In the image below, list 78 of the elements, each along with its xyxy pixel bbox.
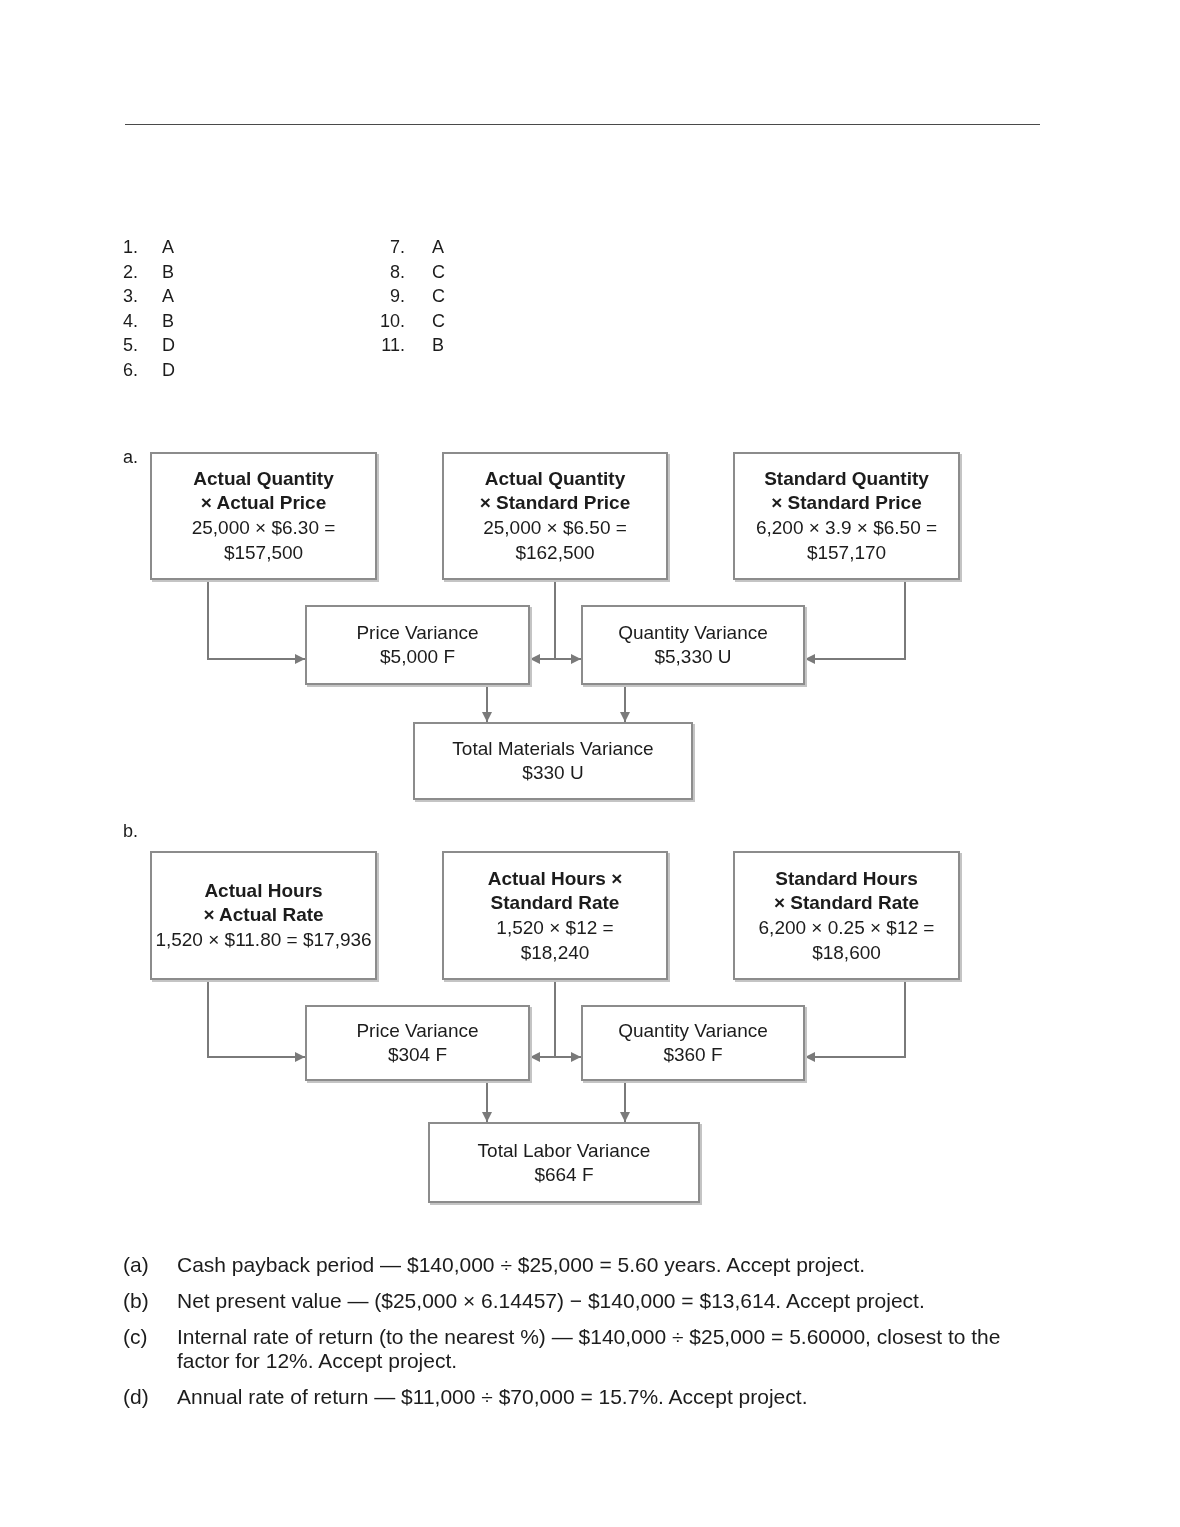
connector-arrow (620, 684, 630, 723)
question-number: 4. (122, 309, 138, 333)
variance-name: Price Variance (356, 621, 479, 645)
variance-amount: $360 F (663, 1043, 723, 1067)
question-number: 6. (122, 359, 138, 382)
cost-formula-box (150, 851, 377, 980)
variance-amount: $664 F (534, 1162, 594, 1187)
connector-arrow (554, 579, 582, 664)
answer-letter: C (432, 260, 445, 284)
question-number: 3. (122, 285, 138, 309)
variance-amount: $5,330 U (654, 645, 732, 669)
formula-heading: Actual Quantity × Standard Price (478, 467, 632, 515)
calculation-text: 6,200 × 0.25 × $12 = $18,600 (757, 915, 936, 965)
cost-formula-box (733, 851, 960, 980)
calculation-text: 25,000 × $6.30 = $157,500 (190, 516, 337, 565)
variance-box (305, 605, 530, 685)
item-label: (c) (123, 1325, 148, 1349)
answer-letter: C (432, 285, 445, 309)
formula-heading: Actual Hours × Actual Rate (202, 879, 325, 927)
cost-formula-box (150, 452, 377, 580)
variance-name: Quantity Variance (618, 1019, 768, 1043)
part-label: a. (123, 446, 138, 469)
item-label: (d) (123, 1385, 149, 1409)
connector-arrow (804, 579, 906, 664)
variance-box (305, 1005, 530, 1081)
answer-text: Internal rate of return (to the nearest %) — $140,000 ÷ $25,000 = 5.60000, closest to the factor for 12%. Accept project. (177, 1325, 1002, 1373)
variance-name: Total Materials Variance (452, 737, 654, 761)
variance-name: Price Variance (356, 1019, 479, 1043)
formula-heading: Standard Hours × Standard Rate (772, 866, 921, 915)
calculation-text: 1,520 × $11.80 = $17,936 (155, 928, 372, 952)
answer-text: Net present value — ($25,000 × 6.14457) − $140,000 = $13,614. Accept project. (177, 1289, 926, 1313)
answer-letter: A (162, 285, 174, 309)
cost-formula-box (442, 851, 668, 980)
part-label: b. (123, 820, 138, 843)
cost-formula-box (733, 452, 960, 580)
question-number: 10. (378, 309, 405, 333)
variance-name: Quantity Variance (618, 621, 768, 645)
total-variance-box (413, 722, 693, 800)
answer-letter: B (162, 309, 174, 333)
answer-text: Cash payback period — $140,000 ÷ $25,000 = 5.60 years. Accept project. (177, 1253, 867, 1277)
answer-letter: B (162, 260, 174, 284)
variance-box (581, 605, 805, 685)
answer-text: Annual rate of return — $11,000 ÷ $70,000 = 15.7%. Accept project. (177, 1385, 809, 1409)
question-number: 5. (122, 334, 138, 358)
variance-amount: $330 U (522, 761, 584, 785)
connector-arrow (207, 979, 306, 1062)
question-number: 9. (389, 285, 405, 309)
answer-letter: A (162, 236, 174, 259)
total-variance-box (428, 1122, 700, 1203)
connector-arrow (620, 1080, 630, 1123)
question-number: 1. (122, 236, 138, 259)
connector-arrow (482, 1080, 492, 1123)
answer-letter: D (162, 334, 175, 358)
item-label: (b) (123, 1289, 149, 1313)
formula-heading: Actual Quantity × Actual Price (192, 467, 335, 515)
variance-amount: $304 F (387, 1043, 448, 1067)
calculation-text: 1,520 × $12 = $18,240 (495, 915, 615, 965)
question-number: 11. (380, 334, 405, 358)
connector-arrow (804, 979, 906, 1062)
variance-name: Total Labor Variance (477, 1138, 651, 1163)
answer-letter: C (432, 309, 445, 333)
calculation-text: 6,200 × 3.9 × $6.50 = $157,170 (754, 516, 939, 565)
answer-letter: A (432, 236, 444, 259)
variance-box (581, 1005, 805, 1081)
answer-letter: B (432, 334, 444, 358)
connector-arrow (554, 979, 582, 1062)
formula-heading: Standard Quantity × Standard Price (763, 467, 930, 515)
connector-arrow (482, 684, 492, 723)
calculation-text: 25,000 × $6.50 = $162,500 (482, 516, 628, 565)
cost-formula-box (442, 452, 668, 580)
answer-letter: D (162, 359, 175, 382)
variance-amount: $5,000 F (380, 645, 455, 669)
question-number: 7. (389, 236, 405, 259)
question-number: 8. (389, 260, 405, 284)
question-number: 2. (122, 260, 138, 284)
item-label: (a) (123, 1253, 149, 1277)
connector-arrow (207, 579, 306, 664)
formula-heading: Actual Hours × Standard Rate (486, 866, 624, 915)
